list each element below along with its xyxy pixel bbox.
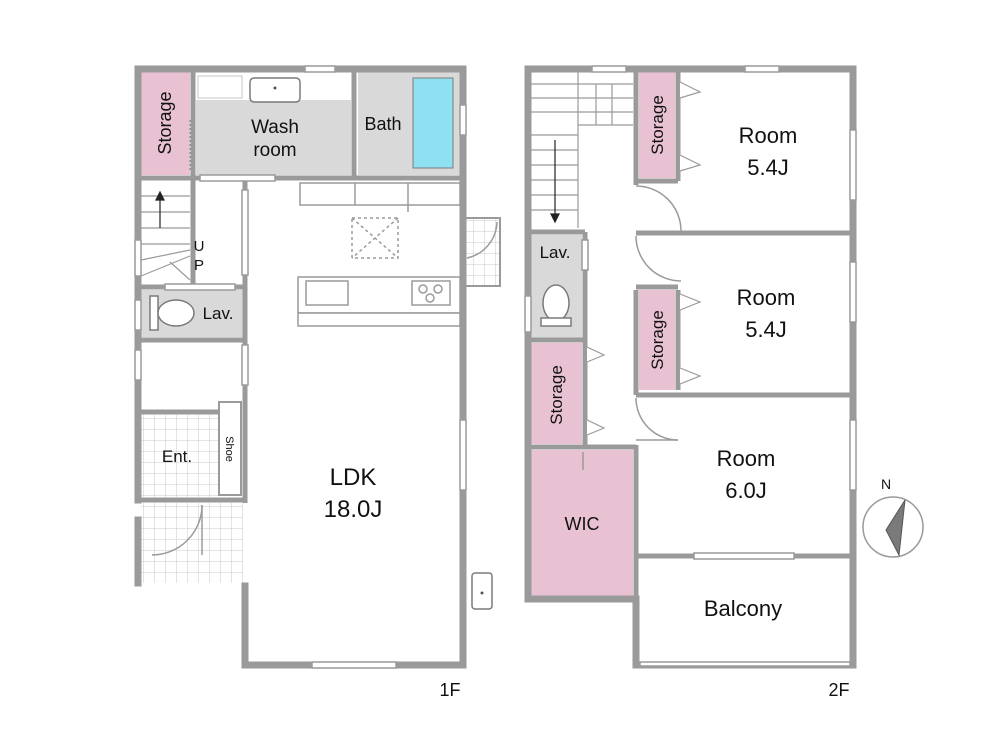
toilet-1f [149,295,195,331]
stairs-up-u: U [194,238,205,255]
room1-size: 5.4J [747,155,789,180]
room2-label: Room [737,285,796,310]
ldk-label: LDK [330,464,377,491]
storage-2f-mid-area [639,290,675,390]
stairs-1f [140,190,191,281]
porch-tiles [141,503,243,583]
balcony-label: Balcony [704,596,782,621]
lav-2f-label: Lav. [540,243,571,262]
kitchen-counter [297,182,461,327]
room2-size: 5.4J [745,317,787,342]
storage-1f-label: Storage [155,91,175,154]
storage-1f-area [141,72,190,175]
entrance-tiles [141,415,219,497]
storage-2f-left-area [531,343,582,444]
lav-1f-label: Lav. [203,304,234,323]
stairs-2f [531,72,633,228]
wash-basin [249,77,301,103]
storage-2f-top-label: Storage [648,95,667,155]
storage-2f-left-label: Storage [547,365,566,425]
wic-area [531,450,633,596]
bathtub [412,77,454,169]
wash-room-label-line2: room [253,140,296,161]
wash-room-area [196,100,351,175]
ldk-size: 18.0J [324,496,383,523]
room1-label: Room [739,123,798,148]
shoe-label: Shoe [223,436,235,462]
entrance-label: Ent. [162,447,192,466]
floor-2f: Storage Storage Storage Lav. WIC Room 5.… [524,65,857,700]
floor-1f-label: 1F [439,680,460,700]
shoe-cabinet [218,401,242,496]
outdoor-faucet [471,572,493,610]
room3-label: Room [717,446,776,471]
storage-2f-top-area [639,72,675,178]
stairs-up-p: P [194,257,204,274]
floor-2f-label: 2F [828,680,849,700]
compass-icon: N [862,476,924,558]
bath-label: Bath [364,114,401,134]
wash-room-label-line1: Wash [251,117,299,138]
floor-1f: Storage Wash room Bath U P Lav. Ent. Sho… [134,65,501,700]
compass-north-label: N [881,476,891,492]
toilet-2f [540,284,572,327]
wic-label: WIC [565,514,600,534]
storage-2f-mid-label: Storage [648,310,667,370]
room3-size: 6.0J [725,478,767,503]
